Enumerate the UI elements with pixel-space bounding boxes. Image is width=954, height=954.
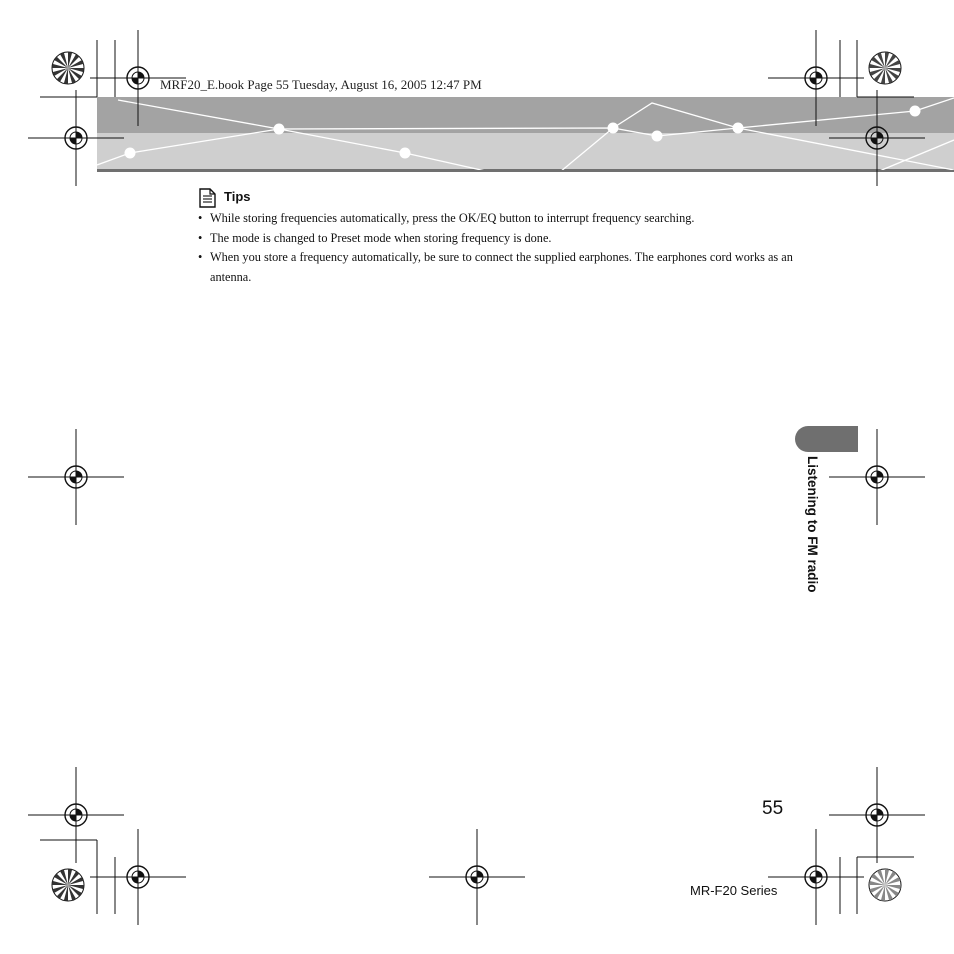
bullet: • [198,211,203,225]
registration-mark [829,90,925,186]
page-number: 55 [762,798,784,819]
star-target [868,51,902,85]
star-target [51,868,85,902]
registration-mark [90,30,186,126]
registration-mark [829,429,925,525]
tips-list: •While storing frequencies automatically… [198,209,798,287]
registration-mark [28,767,124,863]
book-info-header: MRF20_E.book Page 55 Tuesday, August 16,… [160,77,482,92]
section-title: Listening to FM radio [805,456,820,593]
registration-marks [28,30,925,925]
list-item: •The mode is changed to Preset mode when… [198,229,798,249]
registration-mark [768,30,864,126]
list-item: •When you store a frequency automaticall… [198,250,793,284]
color-targets [51,51,902,902]
registration-mark [429,829,525,925]
bullet: • [198,250,203,264]
registration-mark [829,767,925,863]
registration-mark [90,829,186,925]
list-item: •While storing frequencies automatically… [198,209,798,229]
registration-mark [768,829,864,925]
registration-mark [28,90,124,186]
bullet: • [198,230,203,245]
section-tab [795,426,858,452]
star-target [868,868,902,902]
registration-mark [28,429,124,525]
star-target [51,51,85,85]
tips-title: Tips [224,189,251,204]
memo-icon [199,188,216,208]
series-label: MR-F20 Series [690,883,778,898]
header-banner [97,97,954,172]
